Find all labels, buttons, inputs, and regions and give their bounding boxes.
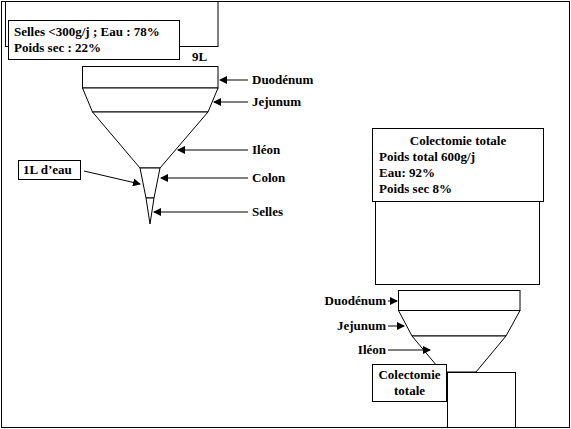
segment-label: Jejunum [337,318,386,334]
stool-segment [146,198,154,224]
result-box: Selles <300g/j ; Eau : 78%Poids sec : 22… [8,20,180,60]
segment-label: Iléon [252,142,280,158]
volume-label: 9L [192,49,207,65]
segment-label: Selles [252,204,283,220]
box-text: Eau: 92% [379,165,537,181]
ileum-segment [93,112,209,168]
segment-label: Jejunum [252,94,301,110]
stoma-block [448,373,516,428]
result-box: Colectomie totalePoids total 600g/jEau: … [372,128,544,202]
leader-arrow [220,80,248,81]
box-text: Poids sec 8% [379,181,537,197]
duodenum-segment [399,291,521,311]
colon-segment [140,168,160,198]
segment-label: Colon [252,170,285,186]
leader-arrow [178,150,248,151]
leader-arrow [154,212,248,213]
box-text: Poids total 600g/j [379,149,537,165]
leader-arrow [388,301,397,302]
segment-label: Iléon [358,342,386,358]
box-text: Selles <300g/j ; Eau : 78% [14,24,174,40]
leader-arrow [388,350,430,351]
box-text: 1L d’eau [23,162,76,178]
segment-label: Duodénum [325,293,386,309]
leader-arrow [388,326,404,327]
box-text: Colectomie totale [376,367,443,399]
jejunum-segment [399,311,521,337]
segment-label: Duodénum [252,72,313,88]
stoma-label-box: Colectomie totale [372,364,447,402]
box-heading: Colectomie totale [379,133,537,149]
leader-arrow [161,178,248,179]
leader-arrow [214,102,248,103]
box-text: Poids sec : 22% [14,40,174,56]
water-arrow [84,171,140,184]
input-block [376,199,540,285]
water-box: 1L d’eau [18,160,81,180]
jejunum-segment [83,88,219,112]
duodenum-segment [83,67,219,89]
